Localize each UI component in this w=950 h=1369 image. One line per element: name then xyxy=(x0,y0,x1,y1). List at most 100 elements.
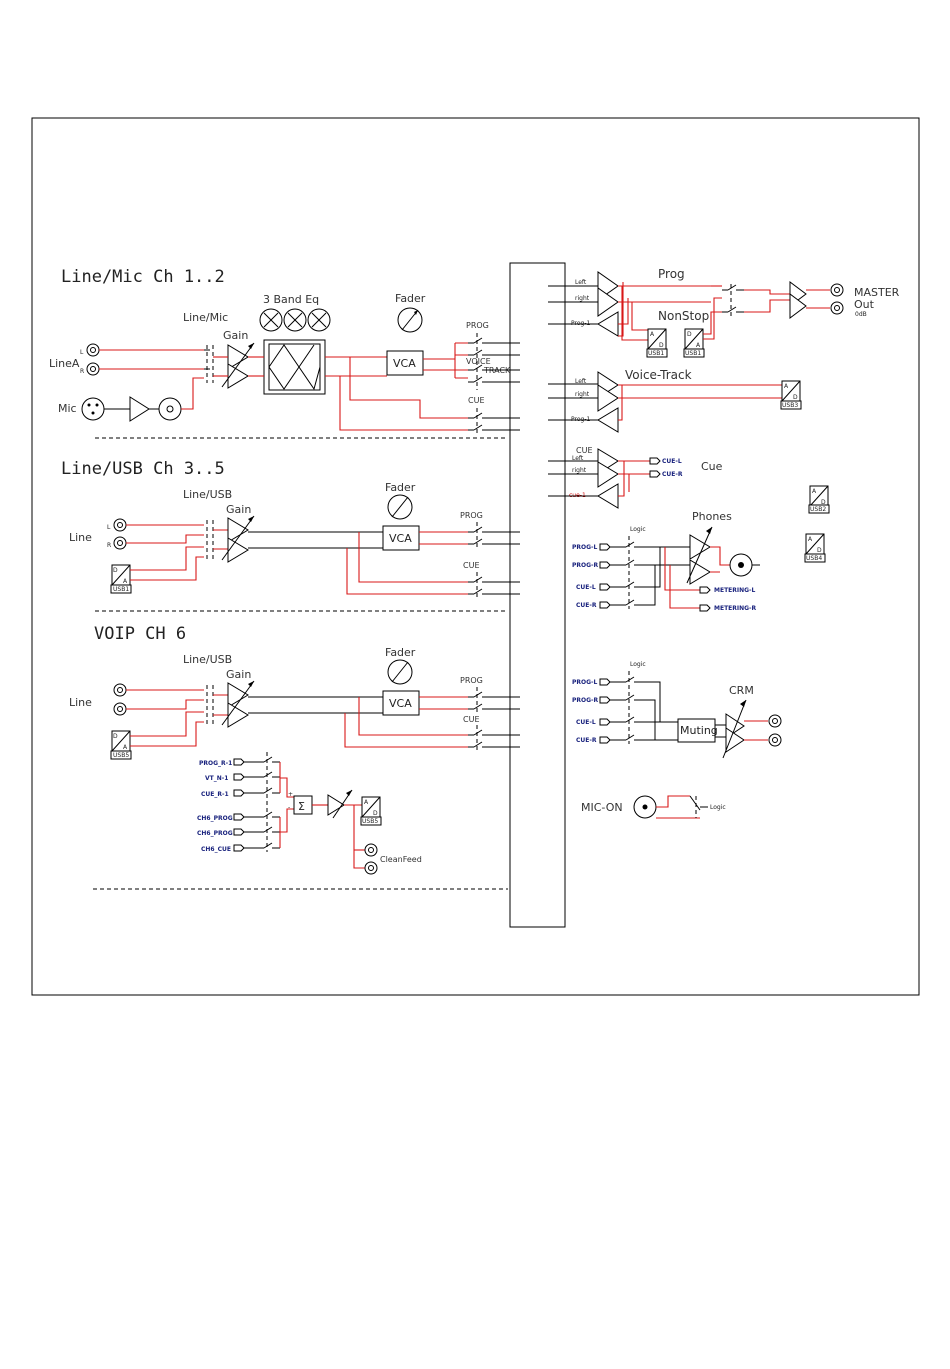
mic-preamp-icon xyxy=(129,396,150,422)
right-label: R xyxy=(107,542,111,549)
cue-label: CUE xyxy=(463,561,480,570)
phones-section: Phones Logic PROG-L PROG-R CUE-L CUE-R M… xyxy=(572,510,760,612)
voip-input-2: VT_N-1 xyxy=(205,775,228,782)
phones-input-4: CUE-R xyxy=(576,602,597,609)
ad-a-label: A xyxy=(812,488,817,495)
jack-icon xyxy=(113,702,127,716)
xlr-icon xyxy=(81,397,105,421)
voip-input-5: CH6_PROG xyxy=(197,830,233,837)
ad-a-label: A xyxy=(123,578,128,585)
line-input-label: LineA xyxy=(49,357,80,370)
gain-amp-icon xyxy=(227,363,249,389)
ad-a-label: A xyxy=(784,383,789,390)
voip-amp-icon xyxy=(327,794,345,816)
vt-amp-icon xyxy=(597,384,619,412)
phantom-icon xyxy=(158,397,182,421)
ad-a-label: A xyxy=(364,799,369,806)
fader-label: Fader xyxy=(395,292,426,305)
section-ch12: Line/Mic Ch 1..2 Line/Mic Gain 3 Band Eq… xyxy=(49,267,520,434)
vca-label: VCA xyxy=(393,357,416,370)
ad-d-label: D xyxy=(373,810,378,817)
phones-input-3: CUE-L xyxy=(576,584,596,591)
usb-side: A D USB2 A D USB4 xyxy=(804,485,830,563)
section-ch6: VOIP CH 6 Line/USB Gain Fader Line D A U… xyxy=(69,624,520,875)
muting-label: Muting xyxy=(680,724,718,737)
ad-d-label: D xyxy=(821,499,826,506)
prog-left-label: Left xyxy=(575,279,587,286)
vca-box xyxy=(382,525,420,551)
voip-input-6: CH6_CUE xyxy=(201,846,231,853)
prog-amp-icon xyxy=(597,287,619,317)
master-label: MASTER xyxy=(854,286,900,299)
vt-usb-label: USB3 xyxy=(782,402,798,409)
crm-section: CRM Logic PROG-L PROG-R CUE-L CUE-R Muti… xyxy=(572,661,782,759)
cue-minus-amp-icon xyxy=(597,483,619,509)
gain-label: Gain xyxy=(226,503,251,516)
voip-input-4: CH6_PROG xyxy=(197,815,233,822)
jack-icon xyxy=(768,714,782,728)
vca-box xyxy=(386,350,424,376)
input-type-label: Line/USB xyxy=(183,653,232,666)
usb-label: USB5 xyxy=(362,818,378,825)
phones-input-1: PROG-L xyxy=(572,544,598,551)
nonstop-usb-b: USB1 xyxy=(685,350,701,357)
ad-a-label: A xyxy=(808,536,813,543)
vca-box xyxy=(382,690,420,716)
voip-input-3: CUE_R-1 xyxy=(201,791,229,798)
plus-label: + xyxy=(288,791,293,798)
fader-label: Fader xyxy=(385,646,416,659)
master-level-label: 0dB xyxy=(855,311,867,318)
jack-icon xyxy=(113,518,127,532)
input-type-label: Line/USB xyxy=(183,488,232,501)
section-title-ch6: VOIP CH 6 xyxy=(94,624,186,644)
minus-label: - xyxy=(288,804,290,811)
jack-icon xyxy=(86,362,100,376)
voice-label: VOICE xyxy=(466,357,491,366)
prog-right-label: right xyxy=(575,295,590,302)
section-title-ch12: Line/Mic Ch 1..2 xyxy=(61,267,225,287)
phones-title: Phones xyxy=(692,510,732,523)
usb-label: USB1 xyxy=(113,586,129,593)
jack-icon xyxy=(830,283,844,297)
jack-icon xyxy=(364,843,378,857)
cue-right-label: right xyxy=(572,467,587,474)
jack-icon xyxy=(86,343,100,357)
cue-label: CUE xyxy=(468,396,485,405)
mic-label: Mic xyxy=(58,402,77,415)
prog-label: PROG xyxy=(460,676,483,685)
cue-bus: CUE Left right cue-1 CUE-L CUE-R Cue xyxy=(548,446,723,509)
eq-block xyxy=(263,339,326,395)
gain-label: Gain xyxy=(223,329,248,342)
left-label: L xyxy=(80,349,84,356)
crm-amp-icon xyxy=(725,727,745,753)
usb-label: USB5 xyxy=(113,752,129,759)
fader-label: Fader xyxy=(385,481,416,494)
gain-amp-icon xyxy=(227,537,249,563)
vt-right-label: right xyxy=(575,391,590,398)
voip-input-1: PROG_R-1 xyxy=(199,760,232,767)
phones-input-2: PROG-R xyxy=(572,562,599,569)
prog-label: PROG xyxy=(466,321,489,330)
voice-track-bus: Left right Prog-1 Voice-Track A D USB3 xyxy=(548,368,802,433)
ad-a-label: A xyxy=(696,342,701,349)
cue-bus-label: CUE xyxy=(576,446,593,455)
ad-d-label: D xyxy=(113,567,118,574)
voip-inputs: PROG_R-1 VT_N-1 CUE_R-1 CH6_PROG CH6_PRO… xyxy=(197,760,233,853)
jack-icon xyxy=(768,733,782,747)
right-label: R xyxy=(80,368,84,375)
section-title-ch35: Line/USB Ch 3..5 xyxy=(61,459,225,479)
mic-on-label: MIC-ON xyxy=(581,801,623,814)
jack-icon xyxy=(113,683,127,697)
vca-label: VCA xyxy=(389,697,412,710)
gain-label: Gain xyxy=(226,668,251,681)
line-input-label: Line xyxy=(69,696,92,709)
input-type-label: Line/Mic xyxy=(183,311,228,324)
jack-icon xyxy=(830,301,844,315)
master-amp-icon xyxy=(789,293,807,319)
voip-mix: PROG_R-1 VT_N-1 CUE_R-1 CH6_PROG CH6_PRO… xyxy=(197,752,422,875)
ad-d-label: D xyxy=(817,547,822,554)
cue-out-l: CUE-L xyxy=(662,458,682,465)
prog-bus: Left right Prog-1 Prog NonStop A D USB1 … xyxy=(548,267,900,358)
cue-label: CUE xyxy=(463,715,480,724)
